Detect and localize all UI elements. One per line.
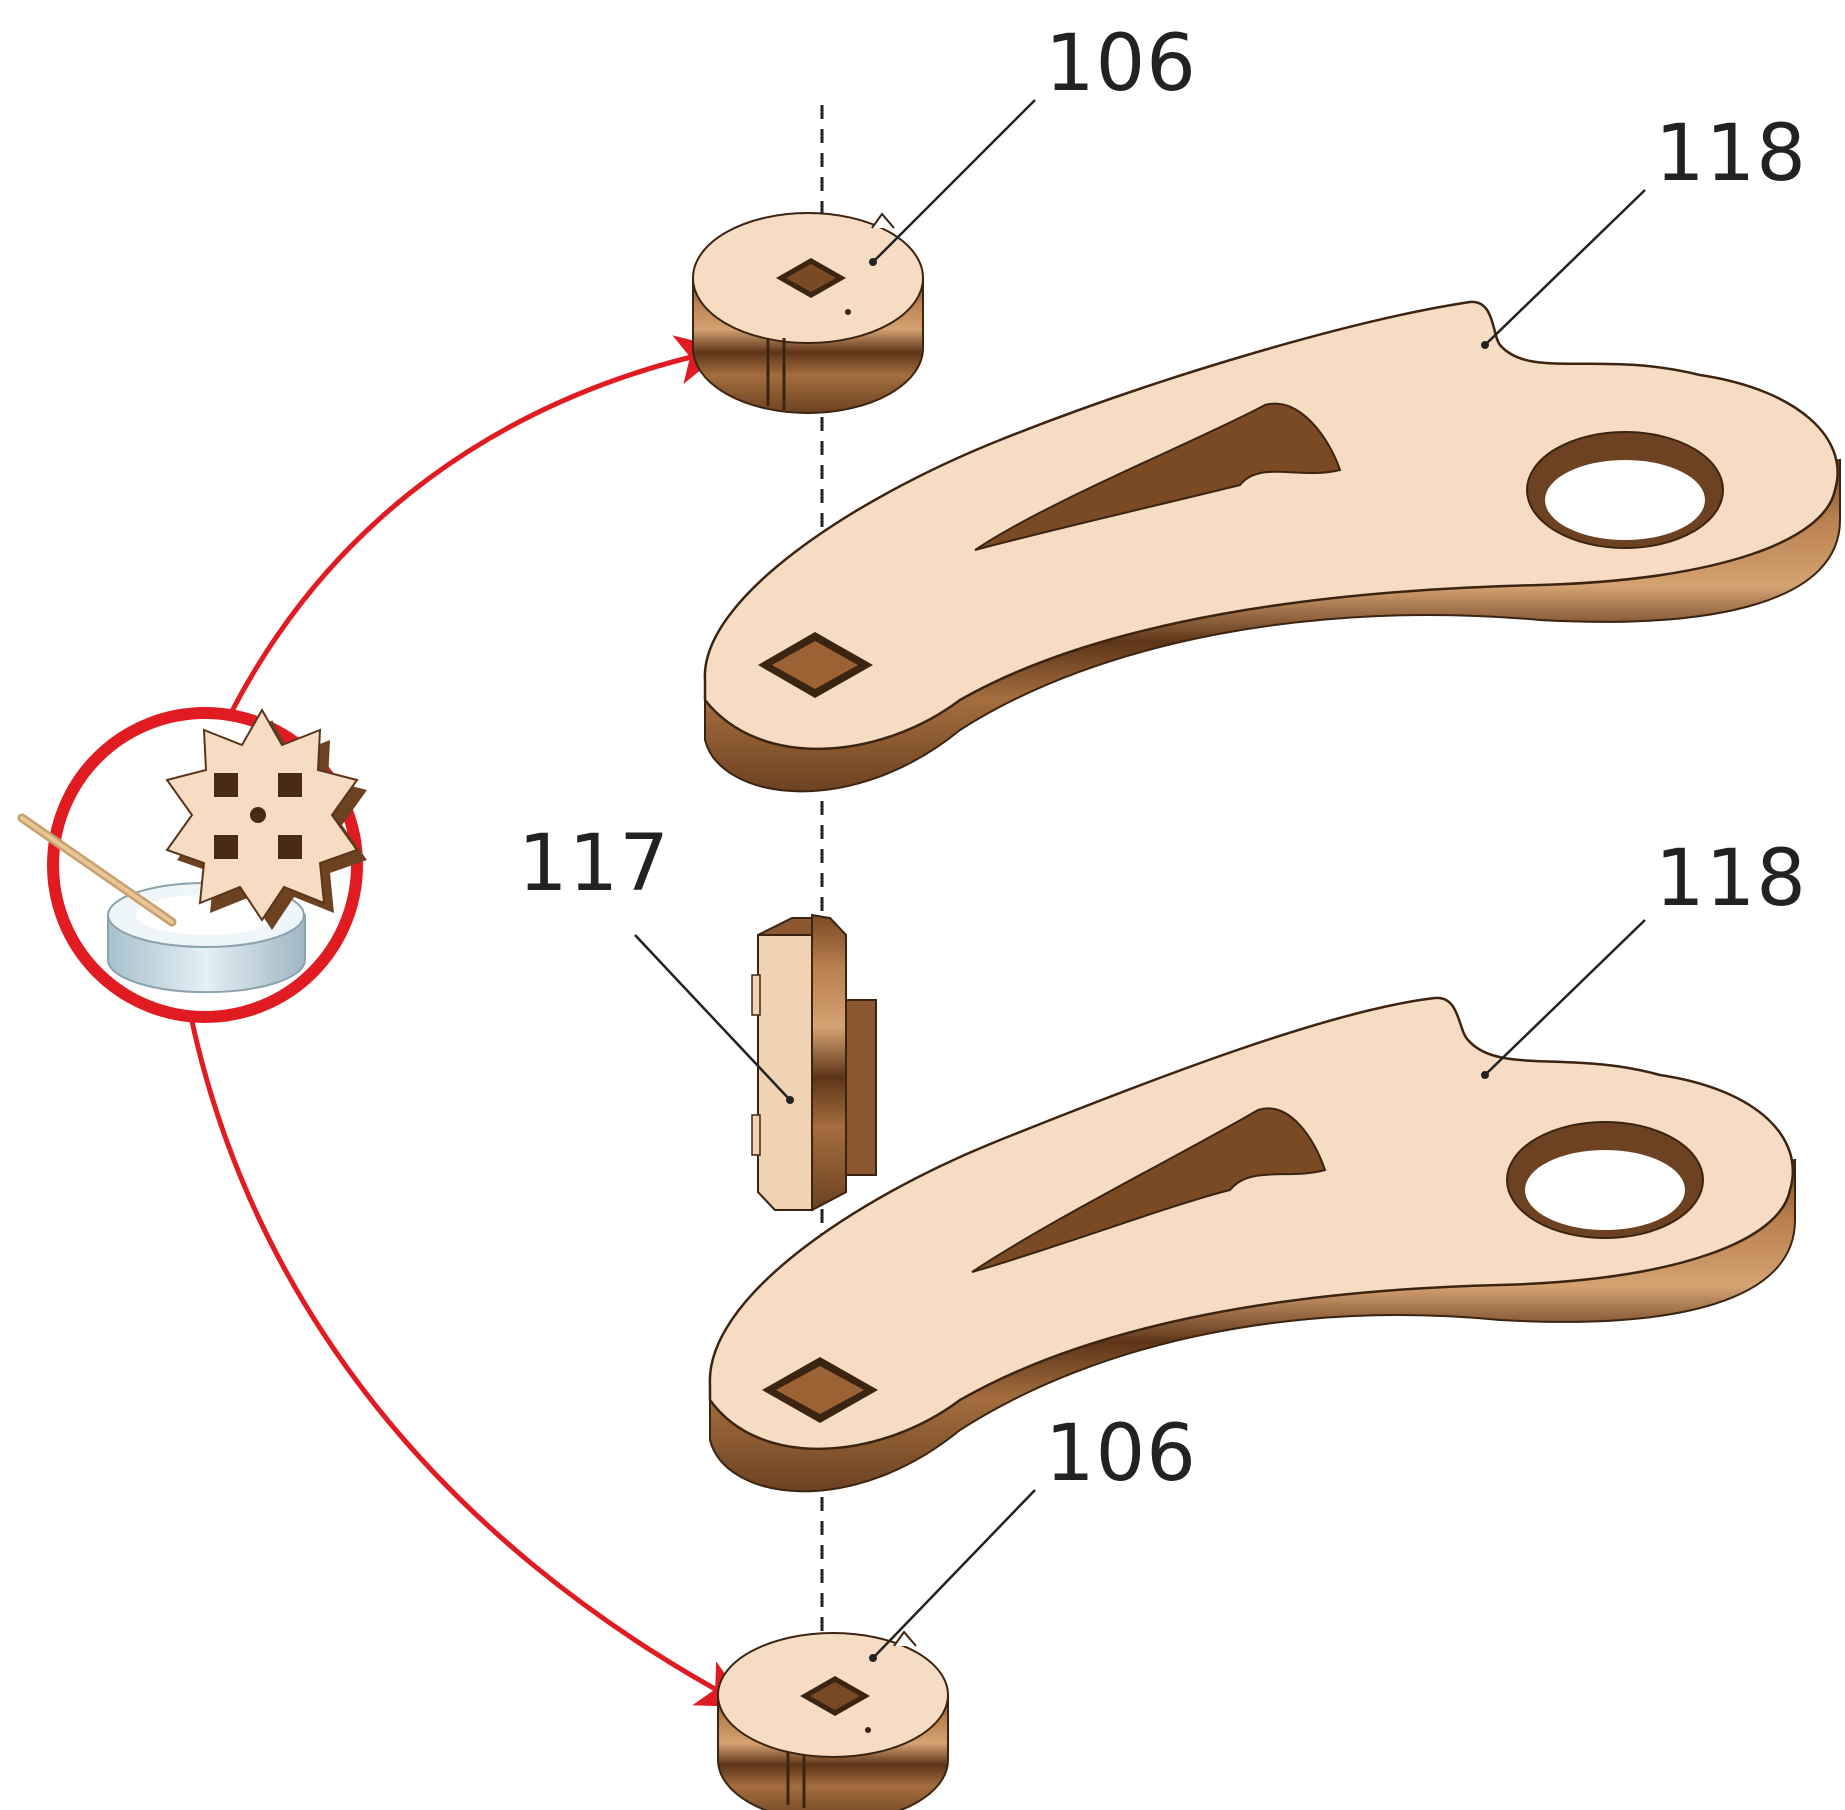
- disc-106-top: [692, 212, 924, 414]
- leader-line-118-lower: [1484, 919, 1646, 1076]
- red-curved-arrow-icon: [227, 335, 727, 717]
- leader-line-106-top: [872, 99, 1036, 263]
- disc-106-bottom: [717, 1630, 949, 1810]
- arm-118-lower: [708, 996, 1796, 1493]
- leader-dot: [1481, 341, 1489, 349]
- leader-dot: [1481, 1071, 1489, 1079]
- part-label-106-bottom: 106: [1045, 1409, 1197, 1499]
- part-label-118-lower: 118: [1655, 834, 1807, 924]
- part-label-117: 117: [518, 819, 670, 909]
- part-label-106-top: 106: [1045, 19, 1197, 109]
- leader-line-106-bottom: [872, 1489, 1036, 1659]
- leader-dot: [869, 258, 877, 266]
- leader-line-117: [634, 934, 791, 1101]
- connector-117: [751, 913, 877, 1212]
- part-label-118-upper: 118: [1655, 109, 1807, 199]
- wax-candle-with-gear-icon: [17, 707, 367, 1023]
- leader-line-118-upper: [1484, 189, 1646, 346]
- arm-118-upper: [703, 300, 1841, 793]
- leader-dot: [869, 1654, 877, 1662]
- leader-dot: [786, 1096, 794, 1104]
- red-curved-arrow-icon: [187, 1011, 749, 1708]
